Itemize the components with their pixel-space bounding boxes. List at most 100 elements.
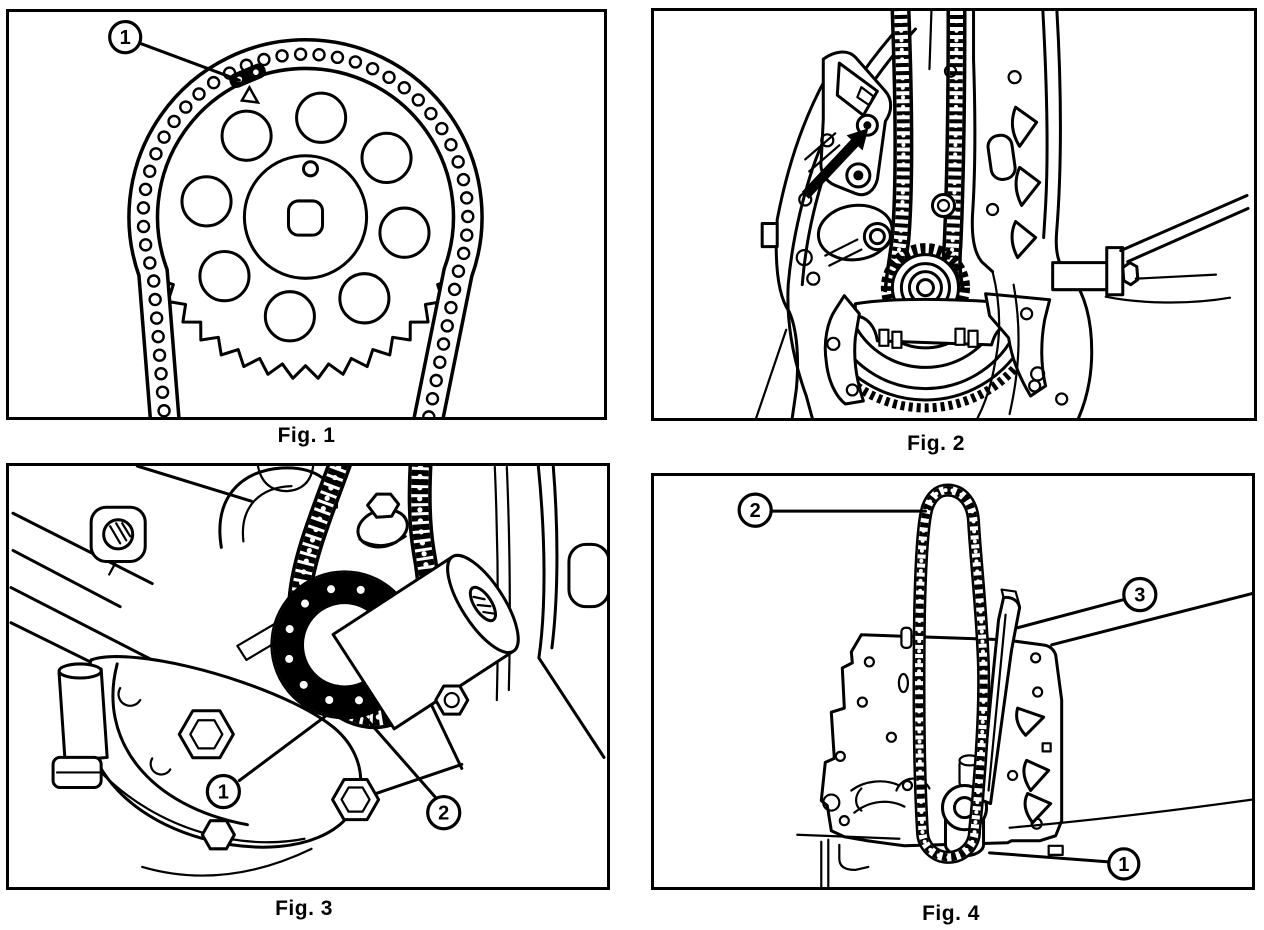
chain-link-dot [980,639,985,644]
chain-link-dot [417,507,423,513]
chain-link-dot [447,282,462,297]
chain-link-dot [973,549,978,554]
chain-link-dot [433,355,447,369]
chain-link-dot [356,585,365,594]
breaker-bar-tool [1051,193,1250,304]
chain-link-dot [312,47,326,62]
chain-link-dot [900,190,905,195]
chain-link-dot [456,172,471,187]
engine-block [819,633,1064,848]
leader-line [336,684,438,800]
chain-link-dot [143,256,157,270]
chain-link-dot [981,689,986,694]
chain-link-dot [900,209,905,214]
hex-bolt-small [200,819,236,851]
svg-text:2: 2 [750,500,761,522]
chain-link-dot [167,114,181,129]
callout-2: 2 [737,492,927,528]
chain-link-dot [950,247,955,252]
chain-link-dot [951,228,956,233]
chain-link-dot [981,669,986,674]
chain-link-dot [424,106,438,121]
figure-panel-1: 1 [6,9,607,420]
chain-link-dot [313,526,319,533]
chain-link-dot [920,538,925,543]
chain-link-dot [919,799,924,804]
chain-link-dot [901,114,906,119]
chain-link-dot [917,639,922,644]
chain-link-dot [953,123,958,128]
chain-link-dot [927,499,932,504]
chain-link-dot [275,49,289,63]
chain-link-dot [900,85,905,90]
chain-link-dot [917,679,922,684]
chain-link-dot [299,680,308,689]
chain-link-dot [952,181,957,186]
ring-gear-teeth [829,361,1022,413]
chain-link-dot [953,133,958,138]
chain-link-dot [899,47,904,52]
chain-link-dot [461,209,475,224]
chain-link-dot [979,750,984,755]
chain-link-dot [951,219,956,224]
chain-link-dot [451,155,465,169]
chain-link-dot [956,853,961,858]
chain-link-dot [919,558,924,563]
block-bolt [434,684,470,716]
chain-link-dot [950,488,955,493]
chain-link-dot [327,585,336,594]
chain-link-dot [365,61,380,76]
figure-panel-3: 1 2 [6,463,610,890]
chain-link-dot [324,495,330,501]
chain-guide [981,588,1022,806]
chain-link-dot [444,300,458,315]
chain-link-dot [953,114,958,119]
chain-link-dot [417,485,423,491]
chain-link-dot [901,171,906,176]
chain-link-dot [954,28,959,33]
chain-link-dot [138,182,153,197]
chain-link-dot [977,599,982,604]
chain-link-dot [954,104,959,109]
chain-link-dot [974,810,979,815]
fig2-illustration [755,11,1250,418]
bolt-head [366,492,401,519]
chain-link-dot [959,492,964,497]
callout-1: 1 [205,714,328,810]
timing-chain-loop [917,488,986,859]
chain-link-dot [976,589,981,594]
chain-link-dot [143,164,157,179]
fig4-illustration: 2 3 1 [737,476,1252,887]
chain-link-dot [917,659,922,664]
chain-link-dot [964,848,969,853]
chain-link-dot [382,70,396,85]
chain-link-dot [900,57,905,62]
fig4-caption: Fig. 4 [922,902,980,925]
chain-link-dot [898,19,903,24]
chain-link-dot [417,518,423,524]
callout-1: 1 [988,847,1141,881]
chain-link-dot [918,588,923,593]
chain-link-dot [303,558,309,564]
chain-link-dot [901,181,906,186]
chain-link-dot [970,509,975,514]
chain-link-dot [149,311,164,325]
fig1-caption: Fig. 1 [277,424,336,447]
chain-link-dot [328,485,334,491]
chain-link-dot [300,599,310,608]
chain-link-dot [354,696,363,705]
chain-link-dot [919,809,924,814]
chain-link-dot [954,76,959,81]
svg-text:3: 3 [1134,585,1145,607]
chain-link-dot [136,219,151,234]
chain-link-dot [206,75,221,90]
leader-line [1016,598,1126,630]
chain-link-dot [981,709,986,714]
chain-link-dot [459,191,474,205]
chain-link-dot [157,404,171,417]
chain-link-dot [325,695,334,705]
leader-line [988,851,1111,864]
leader-line [237,714,328,783]
crank-counterweight [51,655,381,877]
